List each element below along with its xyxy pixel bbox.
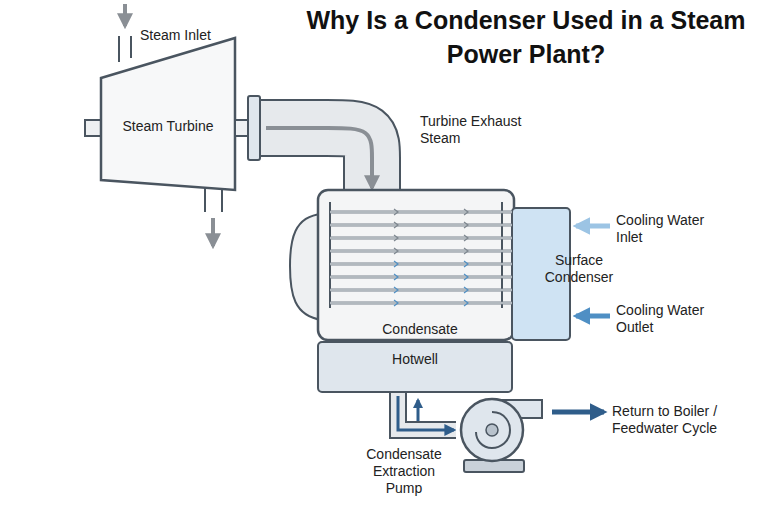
- title: Why Is a Condenser Used in a Steam Power…: [290, 4, 762, 72]
- exhaust-duct: [260, 128, 372, 190]
- node-label: Hotwell: [318, 351, 512, 368]
- steam-turbine: Steam Turbine: [85, 38, 260, 193]
- outlet-pipe: [204, 186, 206, 212]
- extraction-pump-shape: [456, 390, 536, 478]
- cooling-outlet-arrow: [576, 314, 610, 319]
- outlet-arrow: [211, 218, 215, 246]
- extraction-pump: Condensate Extraction Pump: [456, 390, 536, 478]
- inlet-arrow: [123, 4, 127, 26]
- node-label: Condensate Extraction Pump: [354, 446, 454, 496]
- part-label: Cooling Water Inlet: [616, 212, 728, 246]
- edge-label: Turbine Exhaust Steam: [418, 112, 534, 148]
- node-label: Surface Condenser: [538, 252, 620, 286]
- pipe-wall: [398, 392, 456, 430]
- suction-pipe: [398, 392, 456, 430]
- steam-turbine-shape: [85, 38, 260, 193]
- surface-condenser: Surface Condenser: [288, 190, 570, 342]
- cooling-inlet-arrow: [576, 224, 610, 229]
- hotwell: Hotwell: [318, 342, 512, 392]
- part-label: Steam Inlet: [140, 27, 250, 44]
- pipe-wall: [260, 128, 372, 190]
- inlet-pipe: [130, 36, 132, 58]
- part-label: Return to Boiler / Feedwater Cycle: [612, 403, 760, 437]
- node-label: Steam Turbine: [109, 118, 227, 135]
- flow-arrow: [266, 128, 372, 188]
- inlet-pipe: [118, 36, 120, 62]
- pipe-bore: [398, 392, 456, 430]
- pipe-bore: [260, 128, 372, 190]
- surface-condenser-shape: [288, 190, 570, 342]
- part-label: Condensate: [376, 321, 464, 338]
- flow-arrow: [398, 396, 454, 430]
- return-arrow: [552, 410, 604, 415]
- part-label: Cooling Water Outlet: [616, 302, 728, 336]
